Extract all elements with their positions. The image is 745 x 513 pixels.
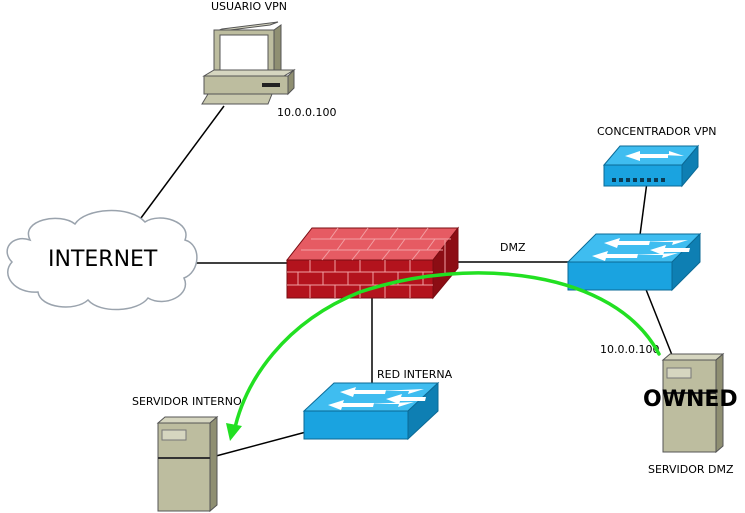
internet-cloud-icon: [6, 209, 198, 311]
link-dmz-switch-server: [644, 286, 673, 356]
concentrador-vpn-label: CONCENTRADOR VPN: [597, 125, 717, 138]
servidor-interno-label: SERVIDOR INTERNO: [132, 395, 242, 408]
red-interna-label: RED INTERNA: [377, 368, 453, 381]
attack-path-arrow-icon: [226, 271, 661, 441]
owned-label: OWNED: [643, 387, 738, 412]
link-pc-internet: [137, 105, 225, 223]
servidor-dmz-label: SERVIDOR DMZ: [648, 463, 734, 476]
internal-server-icon: [156, 415, 219, 513]
link-dmz-switch-concentrator: [639, 181, 648, 236]
dmz-switch-icon: [566, 232, 702, 292]
connection-lines: [137, 105, 673, 457]
internal-switch-icon: [302, 381, 440, 441]
vpn-concentrator-icon: [602, 144, 700, 188]
usuario-vpn-ip: 10.0.0.100: [277, 106, 336, 119]
vpn-user-computer-icon: [201, 21, 296, 105]
dmz-label: DMZ: [500, 241, 526, 254]
internet-label: INTERNET: [48, 247, 158, 272]
usuario-vpn-label: USUARIO VPN: [211, 0, 287, 13]
link-internal-switch-server: [215, 431, 307, 457]
dmz-server-icon: [661, 352, 725, 454]
dmz-server-ip: 10.0.0.100: [600, 343, 659, 356]
